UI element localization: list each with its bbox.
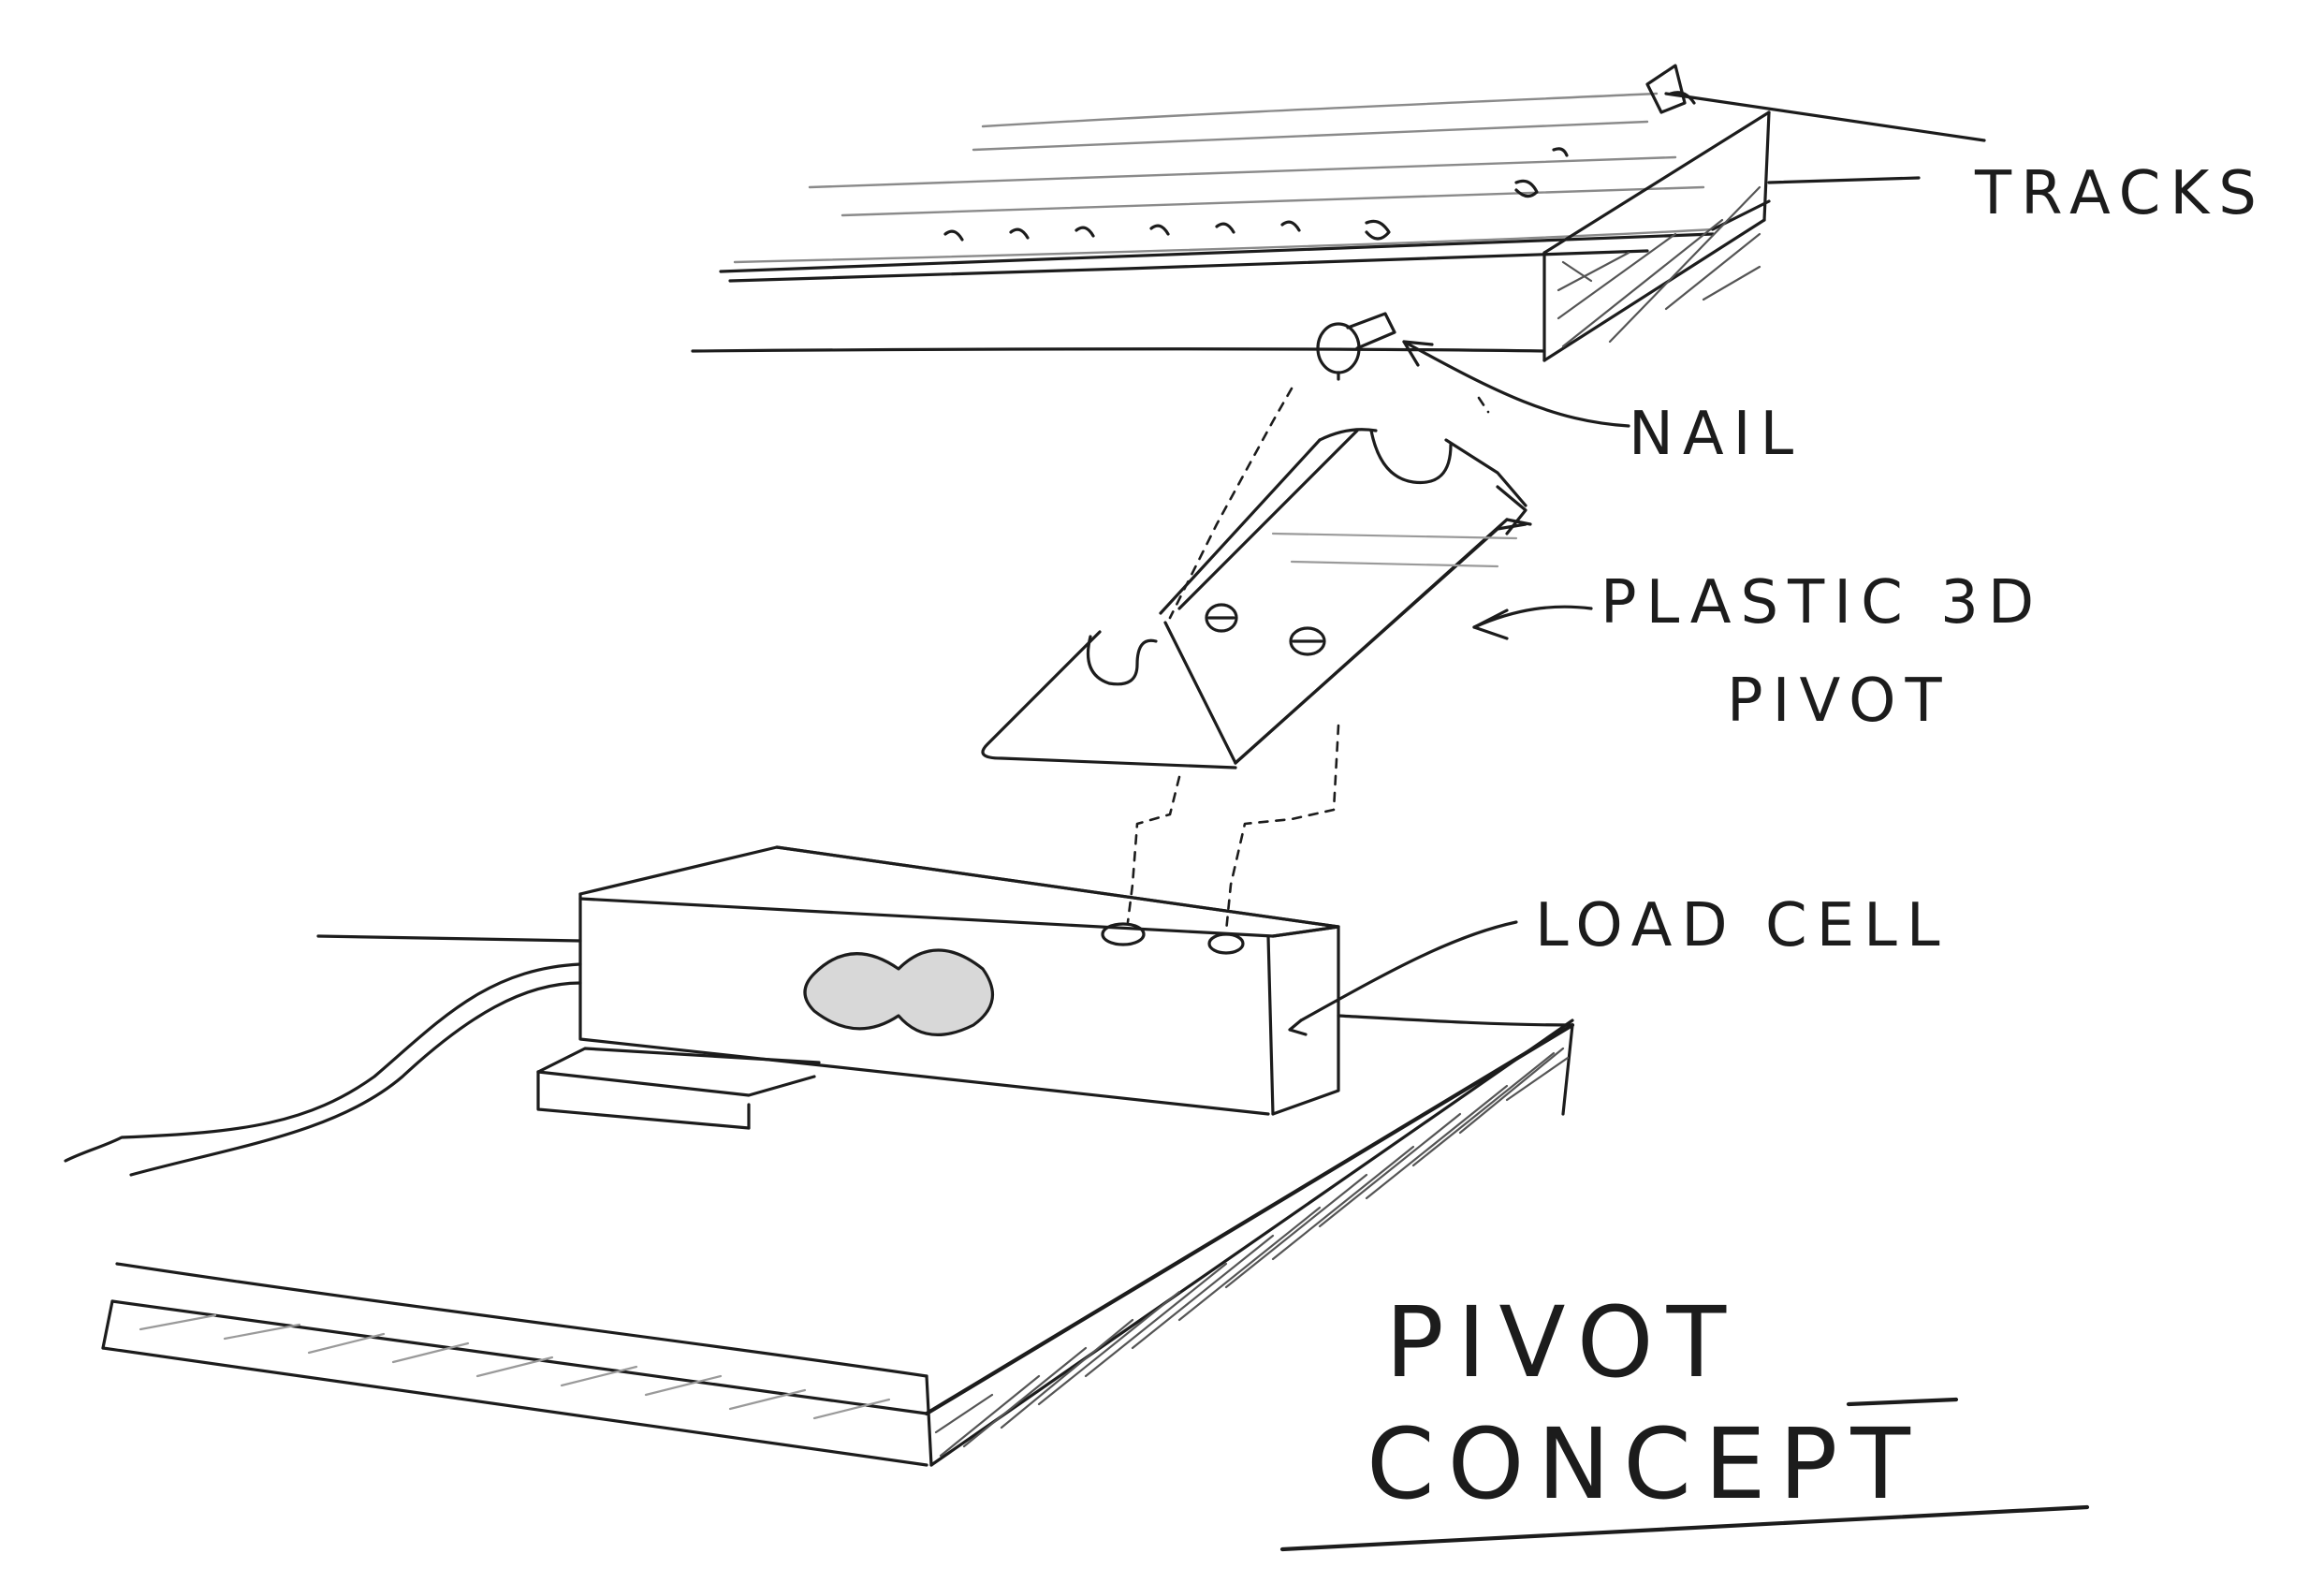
nail-leader-line	[1404, 342, 1629, 426]
load-cell	[66, 847, 1572, 1175]
label-plastic-3d: PLASTIC 3D	[1600, 568, 2043, 638]
title-t-bar	[1849, 1400, 1956, 1404]
nail	[1318, 314, 1395, 379]
pivot-arrow-head	[1474, 610, 1507, 638]
nail-drop-line-right	[1479, 398, 1488, 412]
title-line-2: CONCEPT	[1367, 1407, 1923, 1521]
label-pivot: PIVOT	[1727, 667, 1951, 736]
label-load-cell: LOAD CELL	[1535, 891, 1949, 960]
label-nail: NAIL	[1629, 400, 1803, 469]
track-rail	[693, 66, 1984, 360]
label-tracks: TRACKS	[1974, 159, 2266, 228]
load-cell-leader-line	[1301, 922, 1516, 1020]
plastic-3d-pivot	[983, 430, 1530, 768]
title-line-1: PIVOT	[1385, 1285, 1739, 1400]
base-board	[103, 1020, 1572, 1465]
